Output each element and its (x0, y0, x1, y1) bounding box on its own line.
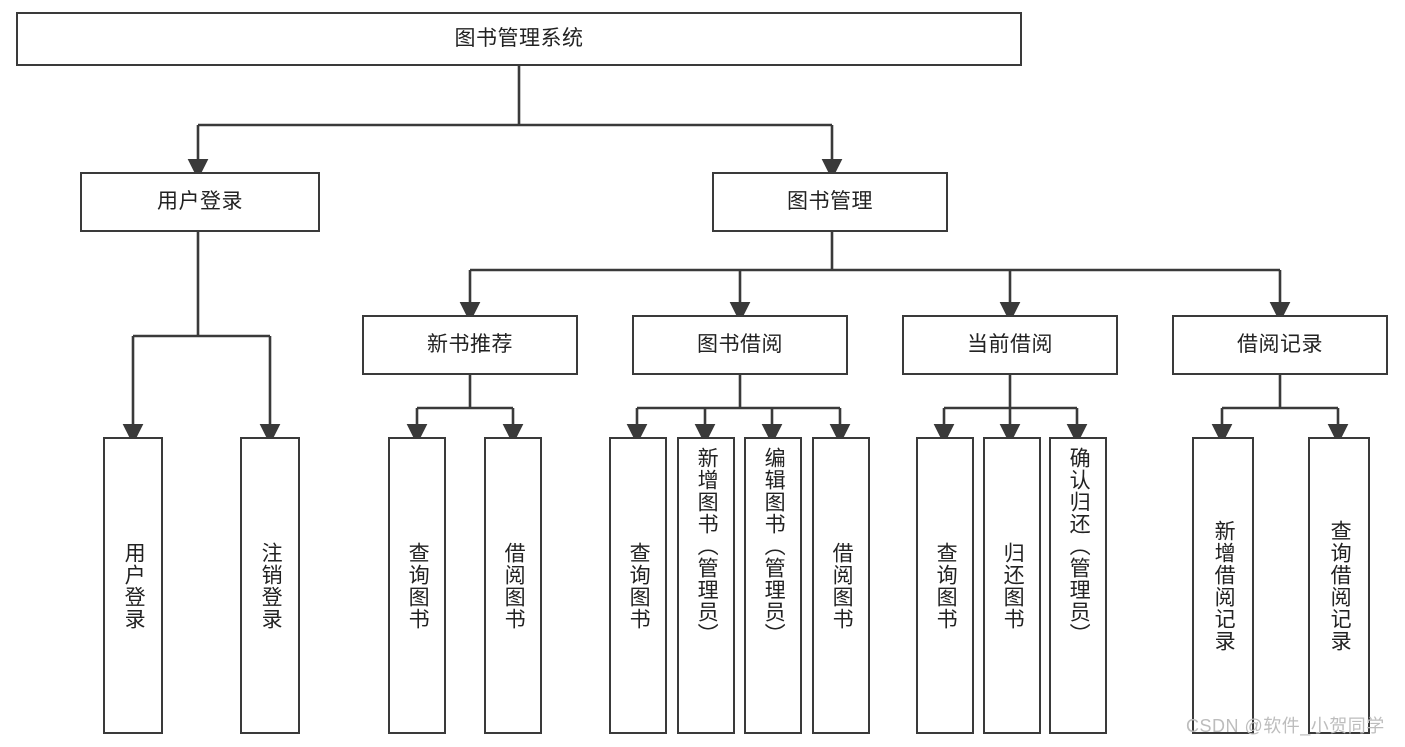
node-leaf-borrow-book-1[interactable]: 借阅图书 (484, 437, 542, 734)
node-leaf-add-record-label: 新增借阅记录 (1212, 519, 1236, 652)
node-book-borrow-label: 图书借阅 (697, 333, 783, 357)
node-root-label: 图书管理系统 (454, 27, 584, 51)
node-leaf-borrow-book-2-label: 借阅图书 (830, 541, 854, 630)
node-leaf-query-book-2-label: 查询图书 (627, 541, 651, 630)
node-book-borrow[interactable]: 图书借阅 (632, 315, 848, 375)
node-leaf-logout-label: 注销登录 (259, 541, 283, 630)
node-leaf-confirm-return[interactable]: 确认归还（管理员） (1049, 437, 1107, 734)
node-leaf-return-book-label: 归还图书 (1001, 541, 1025, 630)
node-leaf-query-book-1-label: 查询图书 (406, 541, 430, 630)
node-book-manage-label: 图书管理 (787, 190, 873, 214)
node-leaf-confirm-return-label: 确认归还（管理员） (1067, 447, 1091, 645)
node-borrow-record[interactable]: 借阅记录 (1172, 315, 1388, 375)
node-user-login-label: 用户登录 (157, 190, 243, 214)
node-leaf-edit-book[interactable]: 编辑图书（管理员） (744, 437, 802, 734)
node-user-login[interactable]: 用户登录 (80, 172, 320, 232)
node-leaf-query-record[interactable]: 查询借阅记录 (1308, 437, 1370, 734)
node-leaf-query-book-3[interactable]: 查询图书 (916, 437, 974, 734)
node-leaf-query-book-1[interactable]: 查询图书 (388, 437, 446, 734)
node-leaf-return-book[interactable]: 归还图书 (983, 437, 1041, 734)
csdn-watermark: CSDN @软件_小贺同学 (1186, 716, 1385, 736)
node-leaf-query-book-3-label: 查询图书 (934, 541, 958, 630)
node-leaf-borrow-book-1-label: 借阅图书 (502, 541, 526, 630)
node-leaf-edit-book-label: 编辑图书（管理员） (762, 447, 786, 645)
node-leaf-add-record[interactable]: 新增借阅记录 (1192, 437, 1254, 734)
node-leaf-query-book-2[interactable]: 查询图书 (609, 437, 667, 734)
node-leaf-borrow-book-2[interactable]: 借阅图书 (812, 437, 870, 734)
node-current-borrow-label: 当前借阅 (967, 333, 1053, 357)
node-borrow-record-label: 借阅记录 (1237, 333, 1323, 357)
node-new-book-recommend-label: 新书推荐 (427, 333, 513, 357)
node-root[interactable]: 图书管理系统 (16, 12, 1022, 66)
node-leaf-logout[interactable]: 注销登录 (240, 437, 300, 734)
node-leaf-query-record-label: 查询借阅记录 (1328, 519, 1352, 652)
node-leaf-user-login[interactable]: 用户登录 (103, 437, 163, 734)
node-new-book-recommend[interactable]: 新书推荐 (362, 315, 578, 375)
node-leaf-user-login-label: 用户登录 (122, 541, 146, 630)
node-leaf-add-book-label: 新增图书（管理员） (695, 447, 719, 645)
node-leaf-add-book[interactable]: 新增图书（管理员） (677, 437, 735, 734)
node-current-borrow[interactable]: 当前借阅 (902, 315, 1118, 375)
node-book-manage[interactable]: 图书管理 (712, 172, 948, 232)
